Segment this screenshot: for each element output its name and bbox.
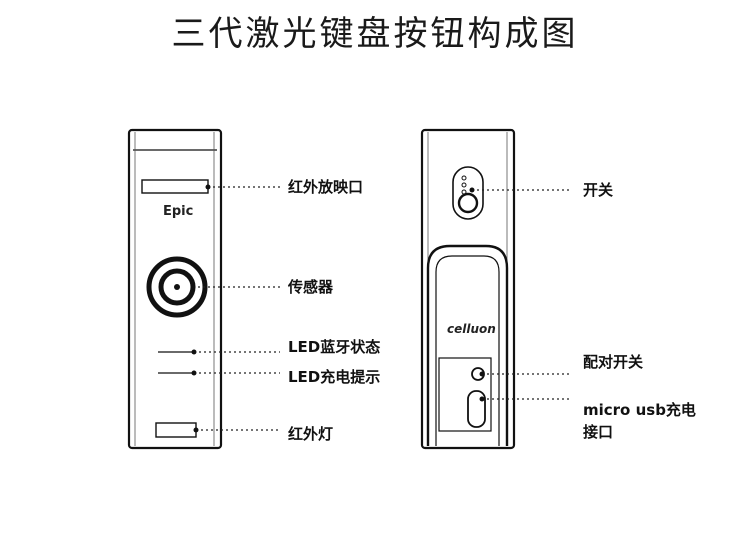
front-callout-dots	[190, 184, 211, 433]
brand-epic: Epic	[163, 204, 194, 219]
power-switch-knob	[457, 192, 479, 214]
label-power-switch: 开关	[583, 181, 614, 199]
usb-port	[467, 390, 486, 428]
label-led-charge: LED充电提示	[288, 368, 381, 386]
device-back	[420, 128, 516, 450]
label-usb-port-line2: 接口	[583, 423, 614, 441]
label-ir-light: 红外灯	[288, 425, 334, 443]
label-ir-projector: 红外放映口	[288, 178, 364, 196]
label-led-bluetooth: LED蓝牙状态	[288, 338, 381, 356]
back-panel-arch	[426, 244, 509, 446]
back-callout-dots	[469, 187, 485, 402]
label-pair-switch: 配对开关	[583, 353, 644, 371]
front-callouts	[193, 186, 280, 431]
back-panel-inner	[435, 255, 500, 446]
power-switch-housing	[452, 166, 484, 220]
label-usb-port-line1: micro usb充电	[583, 401, 696, 419]
page-title: 三代激光键盘按钮构成图	[171, 14, 579, 54]
label-sensor: 传感器	[288, 278, 334, 296]
device-front	[127, 128, 223, 450]
brand-celluon-logo: celluon	[447, 322, 496, 336]
back-callouts	[472, 189, 572, 400]
sensor-dot	[174, 284, 180, 290]
back-lower-panel	[438, 357, 492, 432]
